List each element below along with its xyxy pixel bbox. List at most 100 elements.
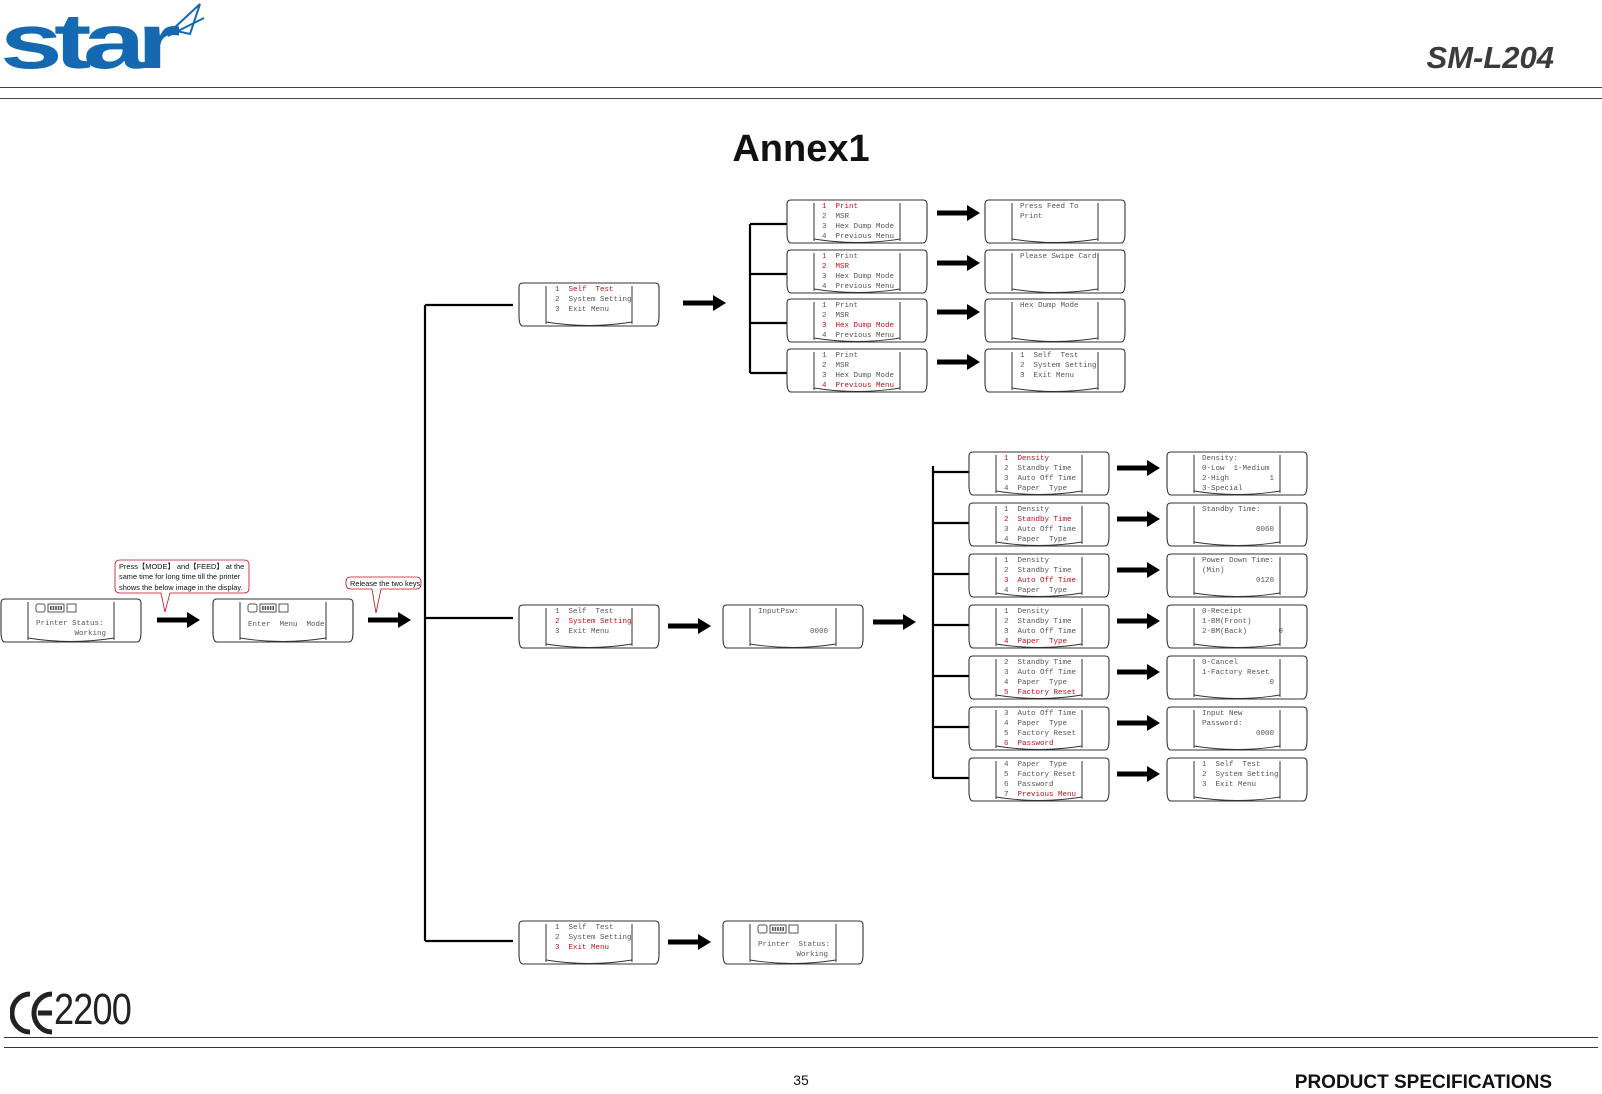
screen-line: 1 Self Test — [1020, 352, 1079, 360]
arrow — [1117, 562, 1160, 578]
screen-line — [1202, 515, 1274, 525]
screen-line: 2 System Setting — [555, 618, 632, 627]
screen-line: Power Down Time: — [1202, 557, 1275, 565]
arrow — [1117, 715, 1160, 731]
document-label: PRODUCT SPECIFICATIONS — [1294, 1072, 1552, 1093]
screen-line: 3 Hex Dump Mode — [822, 273, 895, 282]
page-title: Annex1 — [732, 128, 870, 170]
system-result-screen — [1166, 604, 1308, 649]
screen-line: 3 Hex Dump Mode — [822, 372, 895, 381]
ce-mark-icon — [9, 990, 54, 1041]
screen-line: 3 Exit Menu — [555, 628, 610, 637]
self-test-menu-screen — [786, 199, 928, 244]
screen-line: 4 Paper Type — [1004, 720, 1068, 729]
screen-line: 0-Cancel — [1202, 659, 1239, 667]
screen-line: InputPsw: — [758, 608, 799, 616]
top-menu-screen — [518, 920, 660, 965]
bubble-line: same time for long time till the printer — [119, 572, 241, 582]
screen-line: 3 Hex Dump Mode — [822, 223, 895, 232]
screen-line: 1-BM(Front) — [1202, 618, 1252, 627]
screen-line: 2 System Setting — [555, 296, 632, 305]
input-password-screen — [722, 604, 864, 649]
self-test-result-screen — [984, 298, 1126, 343]
screen-line: 4 Previous Menu — [822, 233, 895, 242]
system-result-screen — [1166, 706, 1308, 751]
screen-line: Print — [1020, 213, 1043, 222]
screen-line: 0 — [1269, 679, 1274, 688]
screen-line: 4 Paper Type — [1004, 587, 1068, 596]
screen-line: 1 Density — [1004, 455, 1050, 463]
system-menu-screen — [968, 451, 1110, 496]
bubble-line: Press【MODE】 and【FEED】 at the — [119, 562, 245, 571]
screen-line: 4 Paper Type — [1004, 638, 1068, 647]
screen-line: Hex Dump Mode — [1020, 302, 1079, 310]
arrow — [668, 934, 711, 950]
input-password-value: 0000 — [758, 627, 828, 637]
screen-line: 4 Previous Menu — [822, 332, 895, 341]
arrow — [157, 612, 200, 628]
screen-line: 2 Standby Time — [1004, 618, 1072, 627]
screen-line: 2 Standby Time — [1004, 465, 1072, 474]
screen-line: 3 Auto Off Time — [1004, 669, 1077, 678]
system-menu-screen — [968, 553, 1110, 598]
arrow — [1117, 766, 1160, 782]
ce-number: 2200 — [54, 985, 132, 1034]
screen-line: 1 Self Test — [555, 286, 614, 294]
screen-line: 1 Self Test — [555, 608, 614, 616]
footer-rule-top — [4, 1037, 1598, 1038]
final-status-label: Printer Status: — [758, 940, 830, 950]
screen-line: Standby Time: — [1202, 506, 1261, 514]
screen-line: 1-Factory Reset — [1202, 669, 1270, 678]
system-menu-screen — [968, 502, 1110, 547]
screen-line: 2 Standby Time — [1004, 659, 1072, 667]
self-test-result-screen — [984, 199, 1126, 244]
screen-line: 1 Print — [822, 203, 859, 211]
screen-line: 7 Previous Menu — [1004, 791, 1077, 800]
arrow — [1117, 664, 1160, 680]
system-result-screen — [1166, 757, 1308, 802]
press-keys-note-shape — [114, 559, 250, 613]
system-result-screen — [1166, 655, 1308, 700]
screen-line: 2 MSR — [822, 362, 850, 371]
printer-status-value: Working — [36, 629, 106, 639]
self-test-menu-screen — [786, 348, 928, 393]
screen-line: 2 System Setting — [1202, 771, 1279, 780]
arrow — [683, 295, 726, 311]
screen-line: 1 Self Test — [1202, 761, 1261, 769]
footer-rule-bottom — [4, 1047, 1598, 1048]
screen-line: 4 Previous Menu — [822, 283, 895, 292]
screen-line: 4 Previous Menu — [822, 382, 895, 391]
arrow — [937, 205, 980, 221]
screen-line: Density: — [1202, 455, 1239, 463]
svg-text:star: star — [0, 0, 180, 80]
screen-line: 3 Hex Dump Mode — [822, 322, 895, 331]
arrow — [368, 612, 411, 628]
header-rule-bottom — [0, 98, 1602, 99]
status-icons — [35, 603, 77, 613]
system-result-screen — [1166, 451, 1308, 496]
system-menu-screen — [968, 655, 1110, 700]
self-test-menu-screen — [786, 249, 928, 294]
screen-line: 2 Standby Time — [1004, 516, 1072, 525]
system-menu-screen — [968, 757, 1110, 802]
screen-line: 6 Password — [1004, 781, 1054, 790]
screen-line: 2 System Setting — [555, 934, 632, 943]
screen-line: 3 Auto Off Time — [1004, 710, 1077, 718]
system-result-text: Power Down Time:(Min)0120 — [1202, 556, 1274, 586]
enter-menu-label: Enter Menu Mode — [248, 620, 325, 630]
system-result-text: Standby Time:0060 — [1202, 505, 1274, 535]
screen-line: 2 MSR — [822, 312, 850, 321]
arrow — [1117, 460, 1160, 476]
